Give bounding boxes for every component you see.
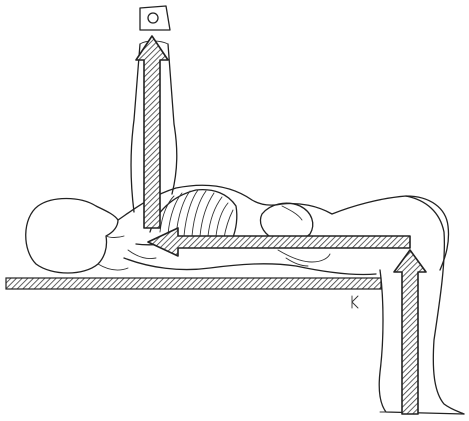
resting-hand (128, 250, 330, 266)
head (26, 199, 124, 274)
upward-arm-arrow (136, 36, 168, 228)
upward-knee-arrow (394, 250, 426, 414)
bent-leg (379, 196, 464, 414)
artist-signature-icon (352, 296, 358, 308)
target-circle-icon (148, 13, 158, 23)
hand-grip (140, 6, 170, 30)
horizontal-arrow (148, 228, 410, 256)
bench-board (6, 278, 381, 289)
